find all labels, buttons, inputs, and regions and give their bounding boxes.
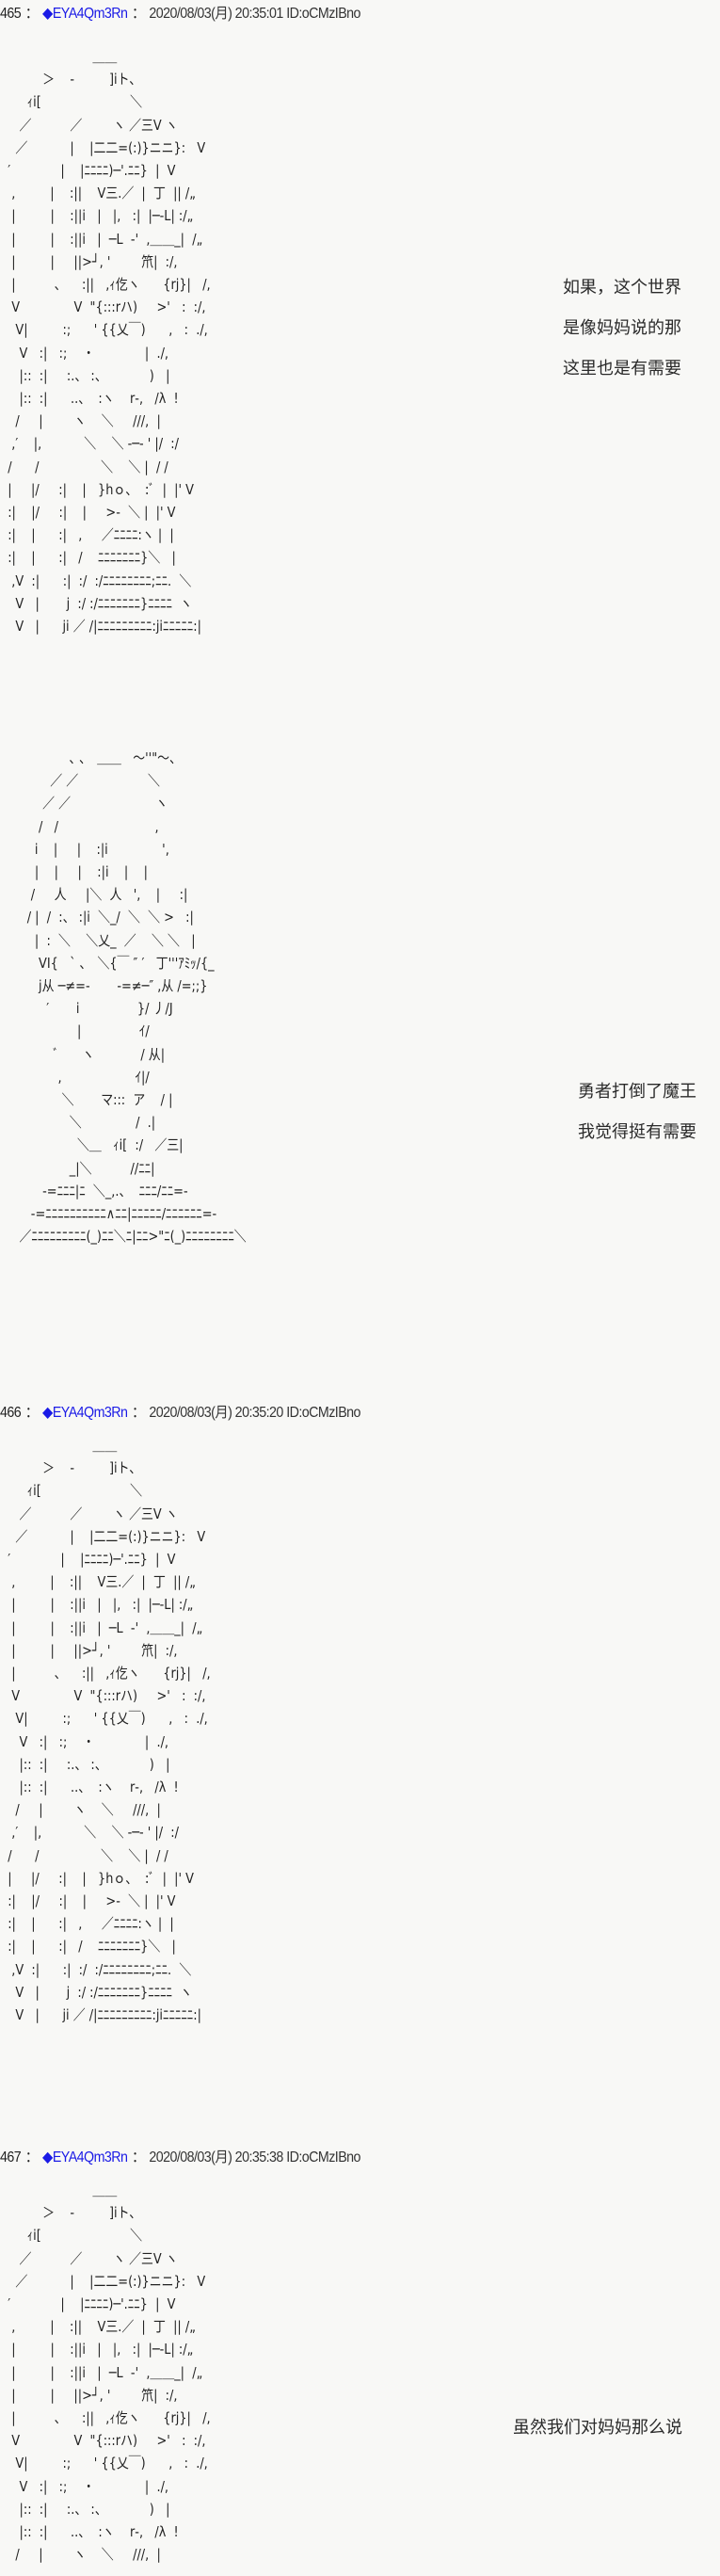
translation-line: 如果，这个世界 — [563, 278, 681, 298]
ascii-art-girl: ＿＿ ＞ ‐ ]iト、 ｨi[ ＼ ／ ／ ヽ ／三V ヽ ／ | |二二=(:… — [8, 48, 211, 636]
translation-text-1: 如果，这个世界是像妈妈说的那这里也是有需要 — [563, 267, 681, 389]
ascii-art-girl: ＿＿ ＞ ‐ ]iト、 ｨi[ ＼ ／ ／ ヽ ／三V ヽ ／ | |二二=(:… — [8, 1437, 211, 2024]
post-header: 466：◆EYA4Qm3Rn：2020/08/03(月) 20:35:20 ID… — [0, 1401, 360, 1422]
separator: ： — [24, 1405, 39, 1421]
translation-line: 这里也是有需要 — [563, 359, 681, 378]
trip-diamond-icon: ◆ — [42, 1405, 53, 1421]
ascii-art-boy: ､ ､ ＿＿ ～''"～、 ／ ／ ＼ ／ ／ ヽ / / , i | | :|… — [19, 749, 247, 1246]
poster-id: ID:oCMzIBno — [286, 6, 360, 22]
post-header: 467：◆EYA4Qm3Rn：2020/08/03(月) 20:35:38 ID… — [0, 2146, 360, 2166]
post-date: 2020/08/03(月) 20:35:38 — [149, 2149, 283, 2165]
separator: ： — [132, 1405, 145, 1421]
separator: ： — [24, 2149, 39, 2165]
post-number[interactable]: 467 — [0, 2149, 22, 2165]
post-date: 2020/08/03(月) 20:35:20 — [149, 1405, 283, 1421]
ascii-art-girl: ＿＿ ＞ ‐ ]iト、 ｨi[ ＼ ／ ／ ヽ ／三V ヽ ／ | |二二=(:… — [8, 2182, 211, 2564]
trip-code[interactable]: EYA4Qm3Rn — [52, 6, 128, 22]
trip-diamond-icon: ◆ — [42, 6, 53, 22]
post-number[interactable]: 466 — [0, 1405, 22, 1421]
post-date: 2020/08/03(月) 20:35:01 — [149, 6, 283, 22]
poster-id: ID:oCMzIBno — [286, 1405, 360, 1421]
trip-code[interactable]: EYA4Qm3Rn — [52, 1405, 128, 1421]
post-number[interactable]: 465 — [0, 6, 22, 22]
separator: ： — [132, 6, 145, 22]
translation-text-2: 勇者打倒了魔王我觉得挺有需要 — [578, 1071, 696, 1152]
translation-line: 我觉得挺有需要 — [578, 1122, 696, 1142]
translation-line: 是像妈妈说的那 — [563, 318, 681, 338]
trip-diamond-icon: ◆ — [42, 2149, 53, 2165]
separator: ： — [24, 6, 39, 22]
separator: ： — [132, 2149, 145, 2165]
post-header: 465：◆EYA4Qm3Rn：2020/08/03(月) 20:35:01 ID… — [0, 2, 360, 23]
translation-text-1: 虽然我们对妈妈那么说 — [513, 2407, 682, 2448]
translation-line: 虽然我们对妈妈那么说 — [513, 2418, 682, 2438]
poster-id: ID:oCMzIBno — [286, 2149, 360, 2165]
translation-line: 勇者打倒了魔王 — [578, 1082, 696, 1102]
trip-code[interactable]: EYA4Qm3Rn — [52, 2149, 128, 2165]
